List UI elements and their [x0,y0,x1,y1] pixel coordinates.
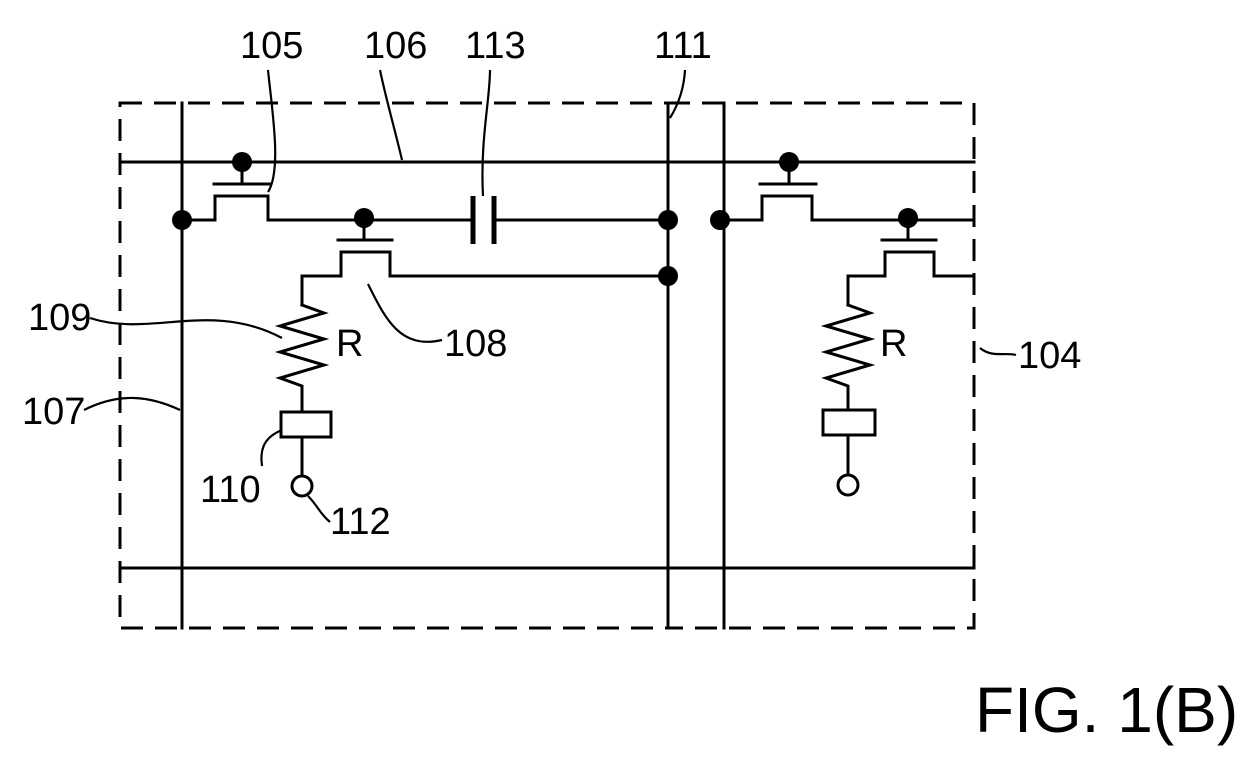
leader-111 [670,70,685,118]
leader-104 [980,348,1016,355]
leader-113 [482,70,490,196]
leader-112 [308,496,330,522]
right-resistor [826,305,870,410]
element-110 [281,412,331,437]
terminal-112 [292,476,312,496]
label-112: 112 [330,501,391,543]
junction-dot [172,210,192,230]
junction-dot [658,266,678,286]
right-element [823,410,875,435]
leader-110 [261,430,282,466]
resistor-label-left: R [336,323,363,365]
label-106: 106 [364,25,427,67]
left-pixel-boundary [120,103,668,628]
leader-105 [268,70,275,192]
label-113: 113 [465,25,526,67]
right-driving-transistor [848,208,974,305]
label-110: 110 [200,469,261,511]
label-107: 107 [22,391,85,433]
label-105: 105 [240,25,303,67]
figure-label: FIG. 1(B) [975,674,1238,746]
resistor-109 [280,305,324,412]
capacitor-113 [473,196,668,244]
junction-dot [658,210,678,230]
driving-transistor-108 [302,208,668,305]
label-111: 111 [654,25,712,67]
leader-108 [368,284,442,342]
leader-106 [380,70,402,160]
label-109: 109 [28,297,91,339]
right-pixel-boundary [668,103,974,628]
resistor-label-right: R [880,323,907,365]
label-108: 108 [444,323,507,365]
right-terminal [838,475,858,495]
leader-107 [84,398,180,410]
label-104: 104 [1018,335,1081,377]
